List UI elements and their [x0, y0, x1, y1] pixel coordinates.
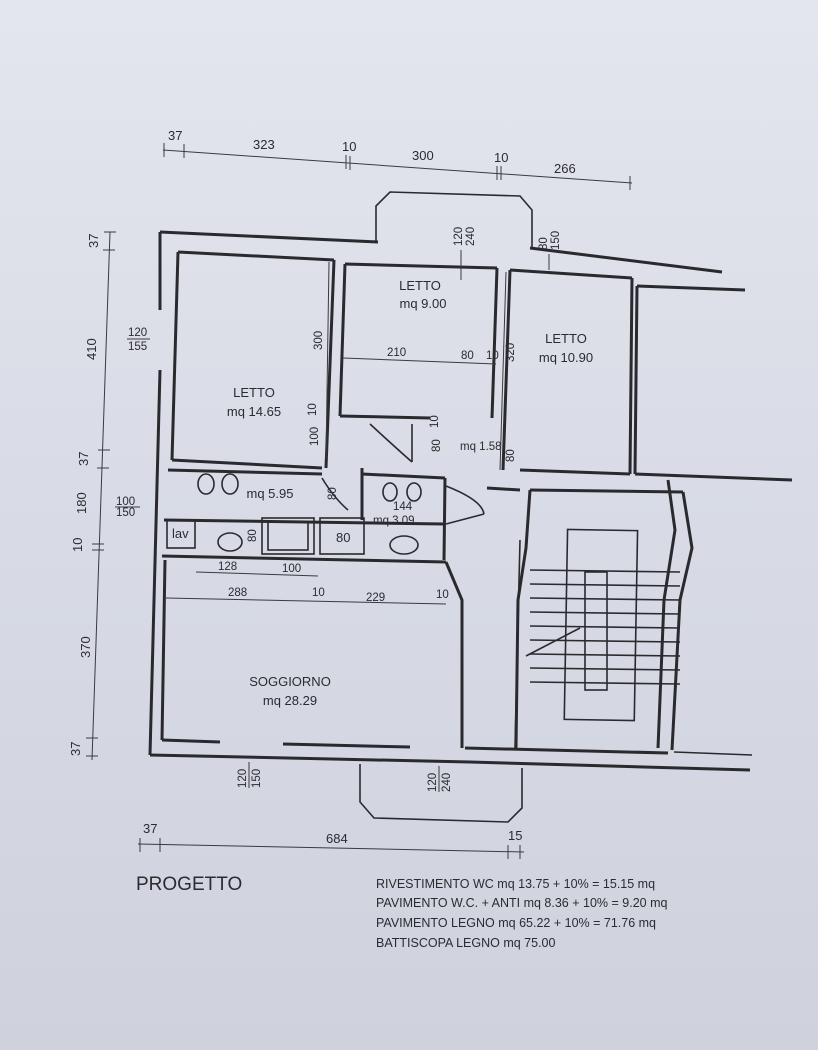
- small-toilet-icon: [382, 482, 398, 502]
- dim-144: 144: [393, 501, 413, 513]
- top-dimension-chain: 37 323 10 300 10 266: [162, 128, 633, 190]
- dim-top-10b: 10: [494, 150, 508, 165]
- room-letto-a-area: mq 9.00: [400, 296, 447, 311]
- left-dimension-chain: 37 410 37 180 10 370 37 120 155 100 150: [68, 231, 150, 761]
- dim-80e: 80: [247, 529, 259, 542]
- toilet-icon: [197, 473, 215, 495]
- room-letto-c-area: mq 14.65: [227, 404, 281, 419]
- dim-80d: 80: [327, 487, 339, 500]
- dim-10e: 10: [436, 589, 449, 601]
- lav-label: lav: [172, 526, 189, 541]
- dim-window-left-150: 150: [116, 507, 135, 519]
- dim-window-bottom-120b: 120: [427, 773, 439, 792]
- dim-window-top-120: 120: [453, 227, 465, 246]
- dim-300: 300: [313, 331, 325, 350]
- dim-80b: 80: [431, 439, 443, 452]
- dim-10d: 10: [312, 587, 325, 599]
- dim-bottom-15: 15: [508, 828, 522, 843]
- room-letto-b-name: LETTO: [545, 331, 587, 346]
- dim-top-10a: 10: [342, 139, 356, 154]
- dim-288: 288: [228, 587, 247, 599]
- dim-320: 320: [505, 343, 517, 362]
- fixtures: lav: [166, 473, 422, 555]
- dim-top-266: 266: [554, 161, 576, 176]
- dim-top-37: 37: [168, 128, 182, 143]
- dim-left-37a: 37: [86, 234, 101, 248]
- dim-80a: 80: [461, 350, 474, 362]
- bidet-icon: [221, 473, 239, 495]
- dim-left-370: 370: [78, 636, 93, 658]
- room-soggiorno-name: SOGGIORNO: [249, 674, 331, 689]
- walls: [148, 191, 793, 823]
- dim-100b: 100: [282, 563, 301, 575]
- plan-title: PROGETTO: [136, 874, 242, 895]
- dim-bottom-37: 37: [143, 821, 157, 836]
- lav-box: [166, 519, 196, 549]
- shower-tray-icon: [261, 517, 315, 555]
- dim-top-323: 323: [253, 137, 275, 152]
- dim-left-37c: 37: [68, 742, 83, 756]
- washbasin-box-icon: [319, 517, 365, 555]
- dim-top-300: 300: [412, 148, 434, 163]
- room-bath-main-area: mq 5.95: [247, 486, 294, 501]
- dim-window-top-240: 240: [465, 227, 477, 246]
- dim-10c: 10: [429, 415, 441, 428]
- dim-left-37b: 37: [76, 452, 91, 466]
- interior-dimensions: 120 240 80 150 300 10 100 210 80 10 320 …: [165, 227, 562, 792]
- room-letto-b-area: mq 10.90: [539, 350, 593, 365]
- dim-window-bottom-240: 240: [441, 773, 453, 792]
- dim-80c: 80: [505, 449, 517, 462]
- dim-window-bottom-120: 120: [237, 769, 249, 788]
- note-rivestimento: RIVESTIMENTO WC mq 13.75 + 10% = 15.15 m…: [376, 877, 655, 891]
- dim-229: 229: [366, 592, 385, 604]
- doors: [321, 423, 485, 525]
- room-labels: LETTO mq 9.00 LETTO mq 10.90 LETTO mq 14…: [227, 278, 593, 708]
- room-letto-c-name: LETTO: [233, 385, 275, 400]
- room-soggiorno-area: mq 28.29: [263, 693, 317, 708]
- dim-window-left-100: 100: [116, 496, 135, 508]
- room-bath-small-area: mq 3.09: [373, 515, 415, 527]
- dim-10a: 10: [307, 403, 319, 416]
- dim-bottom-684: 684: [326, 831, 348, 846]
- shower-inner-icon: [267, 521, 309, 551]
- dim-window-top-80: 80: [538, 237, 550, 250]
- dim-10b: 10: [486, 350, 499, 362]
- dim-left-410: 410: [84, 338, 99, 360]
- notes: RIVESTIMENTO WC mq 13.75 + 10% = 15.15 m…: [376, 877, 667, 950]
- note-pavimento-wc: PAVIMENTO W.C. + ANTI mq 8.36 + 10% = 9.…: [376, 896, 667, 910]
- sink-icon: [217, 532, 243, 552]
- bottom-dimension-chain: 37 684 15: [137, 821, 525, 859]
- dim-100: 100: [309, 427, 321, 446]
- dim-80-sink: 80: [336, 530, 350, 545]
- note-battiscopa: BATTISCOPA LEGNO mq 75.00: [376, 936, 556, 950]
- small-sink-icon: [389, 535, 419, 555]
- staircase: [525, 528, 681, 722]
- dim-left-180: 180: [74, 492, 89, 514]
- dim-window-left-120: 120: [128, 327, 147, 339]
- dim-128: 128: [218, 561, 237, 573]
- small-bidet-icon: [406, 482, 422, 502]
- dim-window-bottom-150: 150: [251, 769, 263, 788]
- dim-window-top-150: 150: [550, 231, 562, 250]
- dim-210: 210: [387, 347, 406, 359]
- dim-left-10: 10: [70, 538, 85, 552]
- room-letto-a-name: LETTO: [399, 278, 441, 293]
- room-hall-area: mq 1.58: [460, 441, 502, 453]
- dim-window-left-155: 155: [128, 341, 147, 353]
- note-pavimento-legno: PAVIMENTO LEGNO mq 65.22 + 10% = 71.76 m…: [376, 916, 656, 930]
